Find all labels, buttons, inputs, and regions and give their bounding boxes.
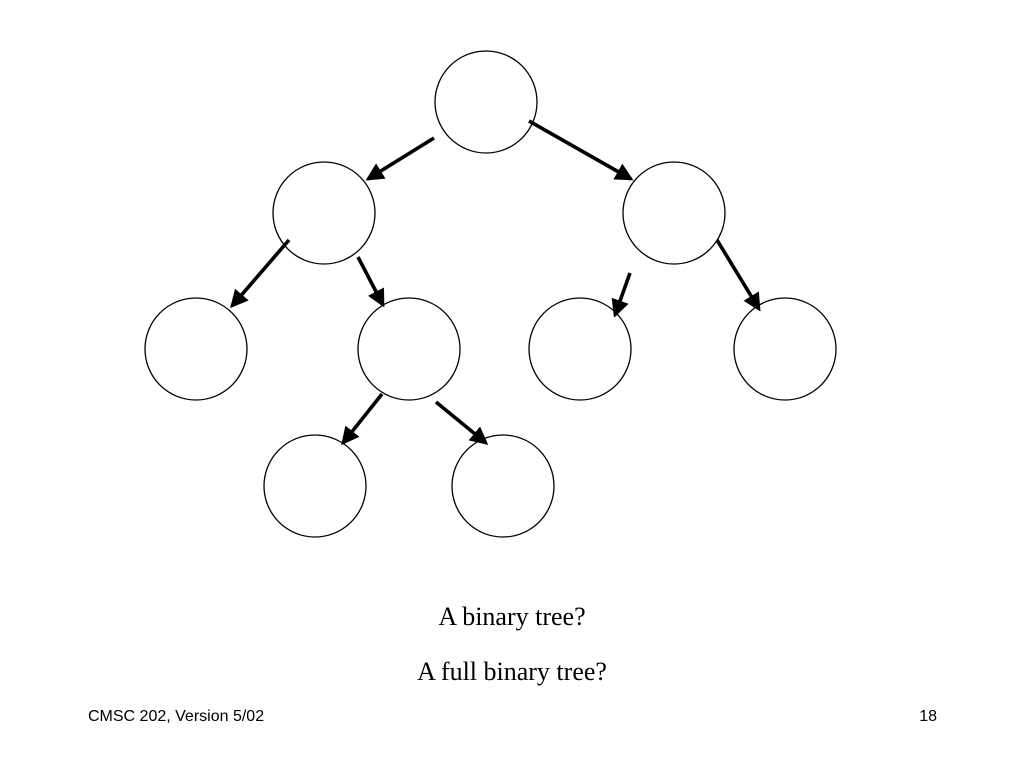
footer-course-version: CMSC 202, Version 5/02 [88, 708, 265, 725]
tree-node-left-right [357, 297, 461, 401]
question-binary-tree: A binary tree? [438, 602, 586, 631]
tree-node-left-left [144, 297, 248, 401]
slide-page-number: 18 [919, 708, 937, 725]
tree-edge-root-right [528, 119, 634, 181]
tree-edge-leftright-left [341, 392, 384, 446]
tree-node-right [622, 161, 726, 265]
tree-node-left [272, 161, 376, 265]
tree-node-right-right [733, 297, 837, 401]
tree-edge-left-leftright [356, 256, 385, 308]
tree-edge-root-left [365, 136, 435, 181]
tree-node-root [434, 50, 538, 154]
tree-edge-leftright-right [434, 400, 489, 445]
question-full-binary-tree: A full binary tree? [417, 657, 607, 686]
tree-edge-right-rightleft [611, 272, 632, 318]
tree-node-right-left [528, 297, 632, 401]
tree-node-left-right-left [263, 434, 367, 538]
tree-edge-left-leftleft [230, 238, 291, 309]
tree-edge-right-rightright [715, 239, 761, 312]
tree-node-left-right-right [451, 434, 555, 538]
